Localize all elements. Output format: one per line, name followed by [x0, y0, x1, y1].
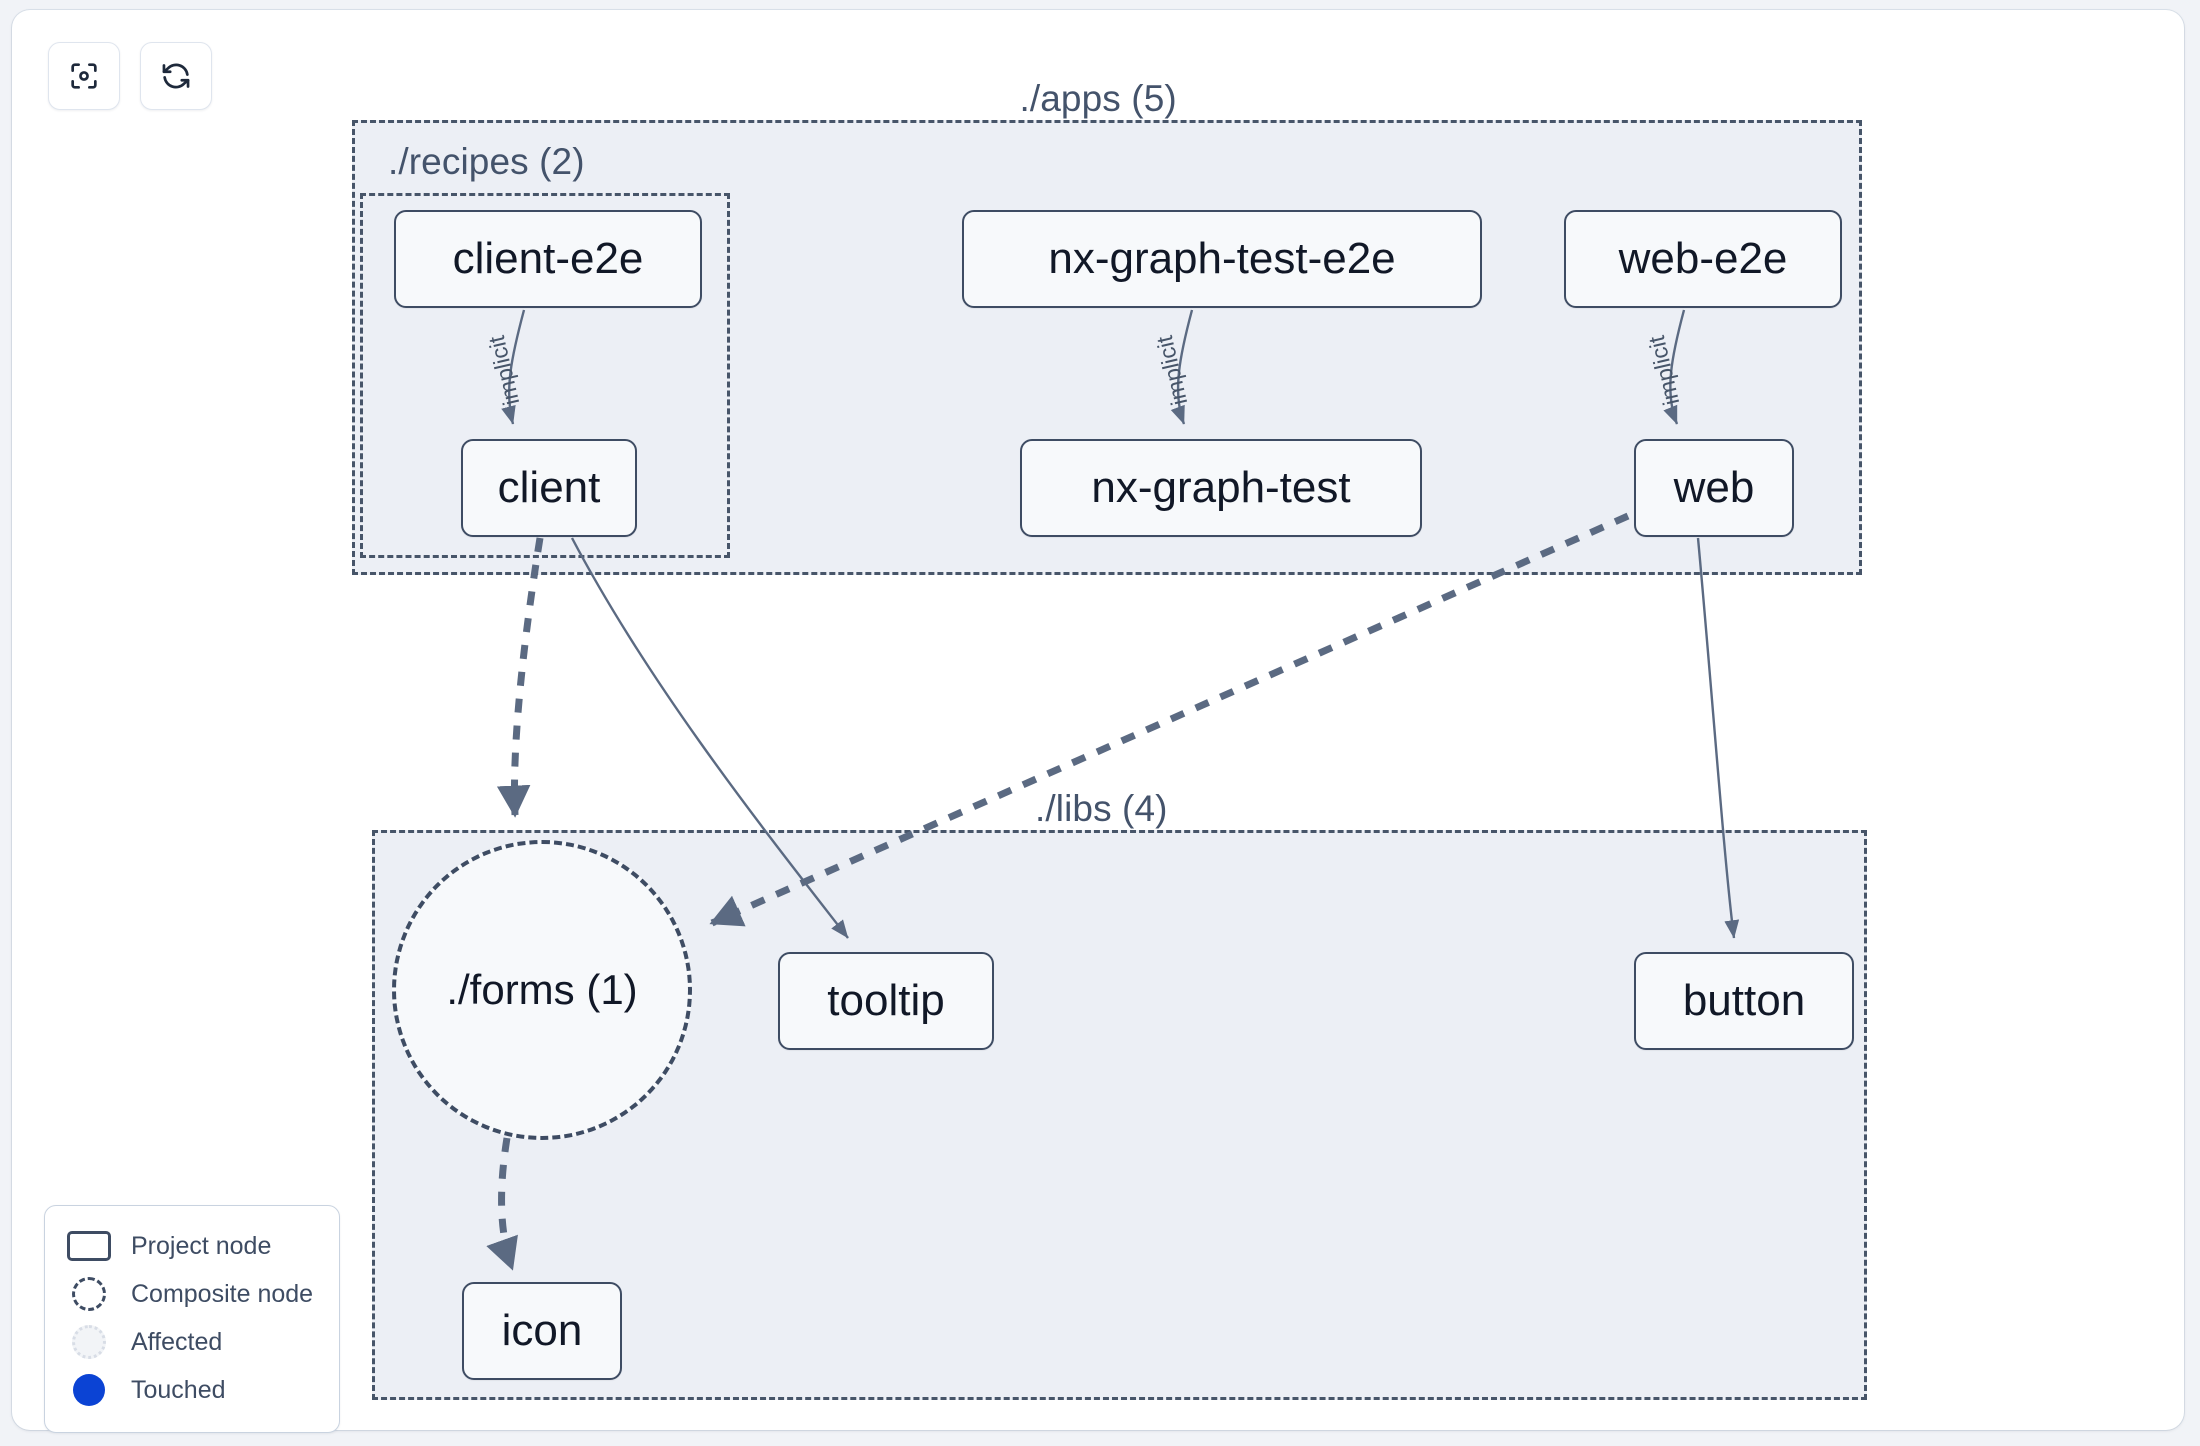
node-label: client-e2e — [452, 234, 644, 283]
legend-label: Composite node — [131, 1279, 314, 1308]
node-label: client — [497, 463, 601, 512]
composite-node-forms[interactable]: ./forms (1) — [392, 840, 692, 1140]
refresh-icon — [159, 59, 193, 93]
group-label-recipes: ./recipes (2) — [388, 141, 585, 182]
composite-node-swatch — [65, 1277, 113, 1311]
node-label: button — [1682, 976, 1806, 1025]
graph-card: ./apps (5) ./recipes (2) ./libs (4) — [12, 10, 2184, 1433]
graph-legend: Project node Composite node Affected Tou… — [44, 1205, 340, 1433]
project-node-swatch — [65, 1231, 113, 1261]
project-node-web-e2e[interactable]: web-e2e — [1564, 210, 1842, 308]
project-node-tooltip[interactable]: tooltip — [778, 952, 994, 1050]
node-label: nx-graph-test — [1091, 463, 1351, 512]
project-node-nx-graph-test[interactable]: nx-graph-test — [1020, 439, 1422, 537]
project-node-nx-graph-test-e2e[interactable]: nx-graph-test-e2e — [962, 210, 1482, 308]
node-label: nx-graph-test-e2e — [1048, 234, 1396, 283]
legend-label: Affected — [131, 1327, 223, 1356]
legend-item-touched: Touched — [65, 1366, 319, 1414]
refresh-graph-button[interactable] — [140, 42, 212, 110]
legend-label: Project node — [131, 1231, 272, 1260]
group-label-libs: ./libs (4) — [1035, 787, 1168, 829]
legend-item-composite-node: Composite node — [65, 1270, 319, 1318]
project-node-icon[interactable]: icon — [462, 1282, 622, 1380]
node-label: ./forms (1) — [446, 966, 638, 1013]
affected-swatch — [65, 1325, 113, 1359]
project-node-web[interactable]: web — [1634, 439, 1794, 537]
focus-graph-button[interactable] — [48, 42, 120, 110]
edge-client-to-forms — [496, 537, 544, 818]
graph-canvas[interactable]: ./apps (5) ./recipes (2) ./libs (4) — [12, 10, 2184, 1430]
node-label: tooltip — [827, 976, 945, 1025]
graph-toolbar — [48, 42, 212, 110]
focus-viewfinder-icon — [67, 59, 101, 93]
project-node-client[interactable]: client — [461, 439, 637, 537]
project-node-client-e2e[interactable]: client-e2e — [394, 210, 702, 308]
legend-item-affected: Affected — [65, 1318, 319, 1366]
touched-swatch — [65, 1374, 113, 1406]
legend-label: Touched — [131, 1375, 226, 1404]
node-label: icon — [501, 1306, 583, 1355]
node-label: web — [1673, 463, 1755, 512]
group-label-apps: ./apps (5) — [1019, 77, 1177, 119]
node-label: web-e2e — [1618, 234, 1788, 283]
project-node-button[interactable]: button — [1634, 952, 1854, 1050]
legend-item-project-node: Project node — [65, 1222, 319, 1270]
